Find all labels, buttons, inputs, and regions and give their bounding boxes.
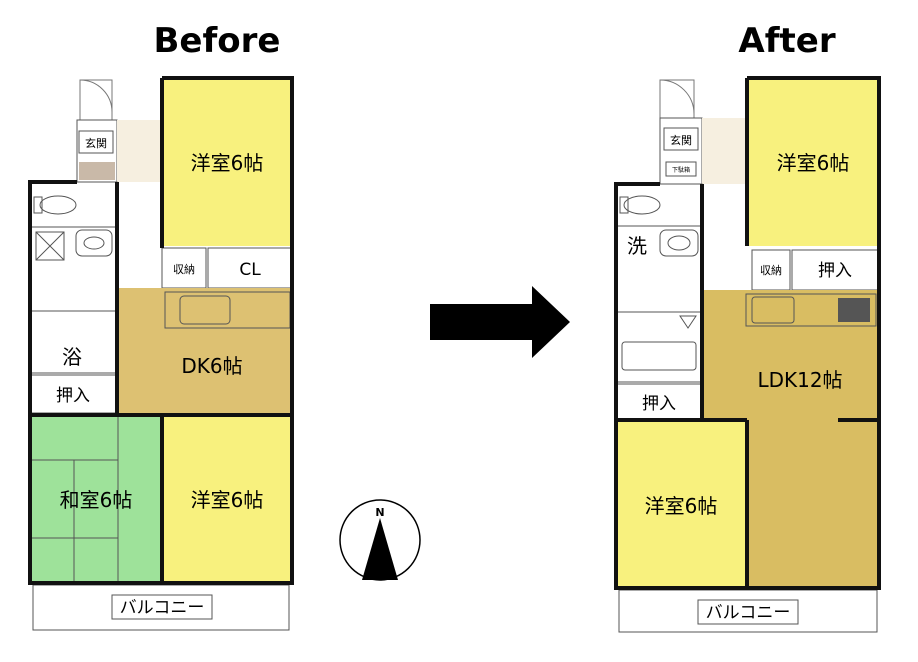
before-toilet <box>29 181 118 228</box>
after-toilet-tank <box>619 196 629 214</box>
before-hallway <box>117 120 162 182</box>
before-sink-bowl <box>83 236 105 250</box>
before-toilet-bowl <box>39 195 77 215</box>
before-western-bottom <box>162 415 292 583</box>
before-washitsu-label: 和室6帖 <box>60 488 133 512</box>
after-stove-icon <box>838 298 870 322</box>
before-balcony-label: バルコニー <box>120 598 205 618</box>
after-sink <box>659 229 699 257</box>
after-shoebox-label: 下駄箱 <box>672 166 690 174</box>
before-washer-x <box>35 231 65 261</box>
after-inner-walls <box>616 78 879 588</box>
before-entrance-label-box <box>78 130 114 154</box>
before-floor-plan: 玄関 洋室6帖 収納 CL 浴 押入 DK6帖 <box>28 76 294 631</box>
before-entrance-door-arc <box>79 79 113 113</box>
compass-north-label: N <box>375 506 384 519</box>
after-western-bottom <box>616 420 747 588</box>
before-closet-label: CL <box>239 260 261 280</box>
before-oshiire-label: 押入 <box>56 386 90 406</box>
before-western-top-label: 洋室6帖 <box>191 151 264 175</box>
after-balcony-label: バルコニー <box>706 603 791 623</box>
before-balcony-label-box <box>111 594 213 620</box>
after-entrance-label: 玄関 <box>670 133 692 147</box>
before-washer-space <box>35 231 65 261</box>
arrow-right-icon <box>430 286 570 358</box>
after-entrance-door <box>659 79 695 119</box>
before-sink <box>75 229 113 257</box>
after-sink-bowl <box>667 235 691 251</box>
before-inner-walls <box>30 78 292 583</box>
after-bath-drain-icon <box>679 315 697 329</box>
before-western-bottom-label: 洋室6帖 <box>191 488 264 512</box>
after-washroom-label: 洗 <box>627 234 647 258</box>
before-entrance-floor <box>79 162 115 180</box>
after-shoebox <box>665 161 697 177</box>
after-oshiire-top-label: 押入 <box>818 261 852 281</box>
after-toilet <box>615 183 703 227</box>
after-toilet-bowl <box>623 195 661 215</box>
after-kitchen-counter <box>745 293 877 327</box>
before-title: Before <box>154 21 281 61</box>
after-floor-plan: 玄関 下駄箱 洋室6帖 収納 押入 洗 押入 LDK12帖 <box>614 76 881 633</box>
before-dk-label: DK6帖 <box>181 354 242 378</box>
before-western-top <box>162 78 292 246</box>
before-dk <box>117 288 292 415</box>
after-kitchen-sink <box>751 296 795 324</box>
after-ldk-lower <box>747 420 879 588</box>
after-balcony-label-box <box>697 599 799 625</box>
before-toilet-tank <box>33 196 43 214</box>
after-bathtub <box>621 341 697 371</box>
after-western-top-label: 洋室6帖 <box>777 151 850 175</box>
after-title: After <box>738 21 835 61</box>
before-washitsu <box>30 415 162 583</box>
after-hallway <box>702 118 747 184</box>
before-tatami-lines <box>30 415 119 583</box>
before-storage-label: 収納 <box>173 263 195 276</box>
after-oshiire-label: 押入 <box>642 394 676 414</box>
before-entrance-label: 玄関 <box>85 136 107 150</box>
before-kitchen-sink <box>179 295 231 325</box>
compass-icon: N <box>339 499 421 581</box>
after-ldk-label: LDK12帖 <box>757 368 842 392</box>
before-bath-label: 浴 <box>62 345 82 369</box>
after-entrance-label-box <box>663 127 699 151</box>
after-storage-label: 収納 <box>760 264 782 277</box>
after-western-bottom-label: 洋室6帖 <box>645 494 718 518</box>
before-entrance-door <box>79 79 113 121</box>
after-western-top <box>747 78 879 246</box>
after-entrance-door-arc <box>659 79 695 115</box>
